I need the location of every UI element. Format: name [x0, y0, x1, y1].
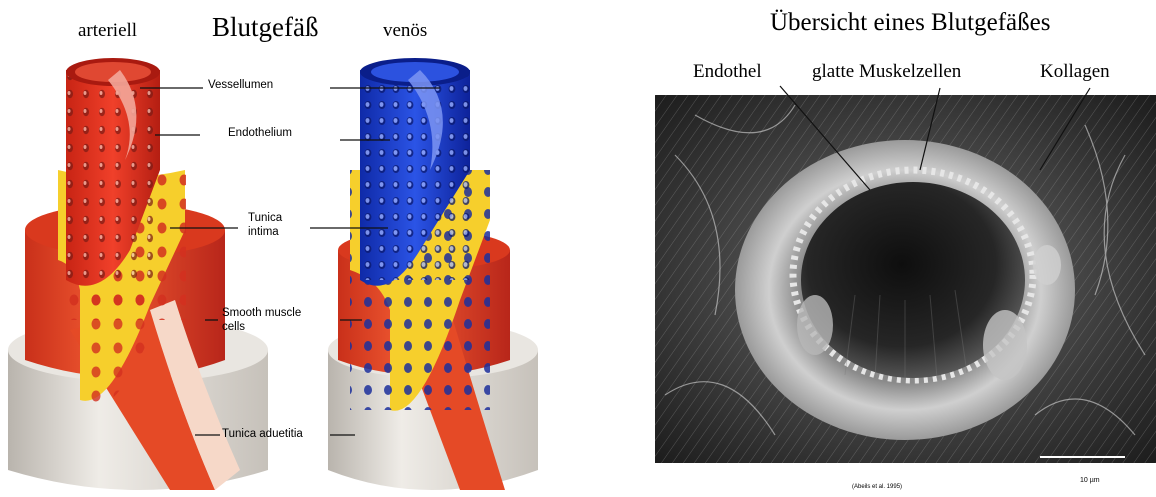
scale-label: 10 µm — [1080, 477, 1100, 484]
citation: (Abeils et al. 1995) — [852, 484, 902, 490]
